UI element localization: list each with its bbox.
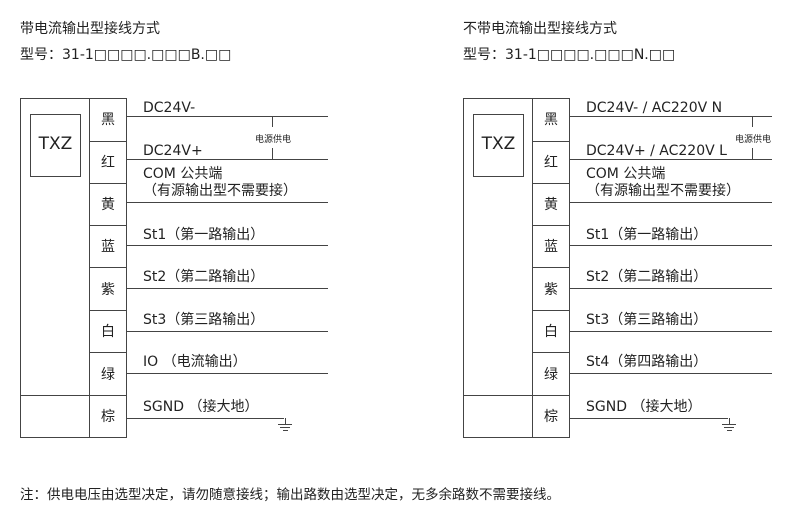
- wire-line: [569, 288, 772, 289]
- ground-bar: [722, 424, 736, 425]
- wire-color-3: 蓝: [544, 239, 558, 255]
- wire-label: St1（第一路输出）: [143, 227, 265, 243]
- ground-bar: [283, 430, 288, 431]
- wire-line: [126, 159, 328, 160]
- wire-label: St2（第二路输出）: [143, 269, 265, 285]
- wire-line: [569, 116, 772, 117]
- terminal-row-divider: [89, 352, 126, 353]
- terminal-row-divider: [89, 310, 126, 311]
- wire-line: [569, 373, 772, 374]
- left-title: 带电流输出型接线方式: [20, 21, 160, 37]
- wire-line: [569, 418, 728, 419]
- terminal-row-divider: [532, 395, 569, 396]
- wire-color-0: 黑: [544, 112, 558, 129]
- right-title: 不带电流输出型接线方式: [463, 21, 617, 37]
- wire-color-5: 白: [101, 324, 115, 340]
- wire-label: DC24V+: [143, 143, 203, 159]
- wire-line: [569, 202, 772, 203]
- device-name: TXZ: [481, 134, 516, 154]
- power-supply-label: 电源供电: [255, 135, 292, 145]
- terminal-row-divider: [532, 267, 569, 268]
- device-label-box: [473, 114, 524, 177]
- wire-line: [126, 331, 328, 332]
- wire-label: St4（第四路输出）: [586, 354, 708, 370]
- device-housing: [20, 98, 127, 438]
- wire-color-6: 绿: [544, 366, 558, 383]
- note: 注：供电电压由选型决定，请勿随意接线；输出路数由选型决定，无多余路数不需要接线。: [20, 487, 560, 503]
- power-bracket: [752, 148, 753, 159]
- terminal-row-divider: [89, 183, 126, 184]
- ground-stem: [729, 418, 730, 424]
- wire-color-4: 紫: [544, 281, 558, 298]
- wire-line: [126, 116, 328, 117]
- wire-color-5: 白: [544, 324, 558, 340]
- wire-line: [569, 245, 772, 246]
- terminal-row-divider: [89, 140, 126, 142]
- device-name: TXZ: [38, 134, 73, 154]
- wire-label: COM 公共端: [586, 166, 666, 182]
- wire-label: St3（第三路输出）: [143, 312, 265, 328]
- right-model: 型号：31-1□□□□.□□□N.□□: [463, 47, 676, 63]
- wire-label: SGND （接大地）: [586, 399, 702, 415]
- wire-line: [126, 245, 328, 246]
- terminal-row-divider: [89, 267, 126, 268]
- ground-icon: [722, 418, 749, 434]
- wire-label: SGND （接大地）: [143, 399, 259, 415]
- wire-label: IO （电流输出）: [143, 354, 247, 370]
- terminal-row-divider: [532, 310, 569, 311]
- wire-label: DC24V- / AC220V N: [586, 100, 723, 116]
- wire-label: DC24V+ / AC220V L: [586, 143, 727, 159]
- wire-color-1: 红: [544, 154, 558, 171]
- ground-bar: [727, 430, 732, 431]
- wire-line: [569, 331, 772, 332]
- wire-color-7: 棕: [101, 409, 115, 425]
- terminal-row-divider: [89, 395, 126, 396]
- wire-label: COM 公共端: [143, 166, 223, 182]
- ground-icon: [278, 418, 305, 434]
- wire-line: [126, 202, 328, 203]
- terminal-row-divider: [532, 183, 569, 184]
- terminal-column-divider: [532, 98, 533, 438]
- ground-bar: [724, 427, 734, 428]
- wire-color-7: 棕: [544, 409, 558, 425]
- ground-bar: [278, 424, 292, 425]
- terminal-row-divider: [532, 140, 569, 142]
- ground-stem: [285, 418, 286, 424]
- terminal-column-divider: [89, 98, 90, 438]
- terminal-row-divider: [89, 225, 126, 226]
- device-label-box: [30, 114, 81, 177]
- device-housing: [463, 98, 570, 438]
- wire-line: [569, 159, 772, 160]
- left-wiring-diagram: TXZ 黑 DC24V- 红 DC24V+ 黄 COM 公共端（有源输出型不需要接） 蓝 St1…: [20, 0, 350, 460]
- power-bracket: [272, 148, 273, 159]
- wire-color-2: 黄: [544, 197, 558, 213]
- wire-label: St3（第三路输出）: [586, 312, 708, 328]
- housing-divider: [20, 395, 90, 396]
- wire-line: [126, 418, 284, 419]
- power-bracket: [272, 116, 273, 127]
- wire-color-6: 绿: [101, 366, 115, 383]
- wire-label: St1（第一路输出）: [586, 227, 708, 243]
- terminal-row-divider: [532, 352, 569, 353]
- wire-label: St2（第二路输出）: [586, 269, 708, 285]
- right-wiring-diagram: TXZ 黑 DC24V- / AC220V N 红 DC24V+ / AC220V L 黄…: [463, 0, 793, 460]
- wire-line: [126, 288, 328, 289]
- housing-divider: [463, 395, 533, 396]
- terminal-row-divider: [532, 225, 569, 226]
- power-bracket: [752, 116, 753, 127]
- wire-line: [126, 373, 328, 374]
- ground-bar: [280, 427, 290, 428]
- left-model: 型号：31-1□□□□.□□□B.□□: [20, 47, 232, 63]
- power-supply-label: 电源供电: [735, 135, 772, 145]
- wire-color-1: 红: [101, 154, 115, 171]
- wire-color-3: 蓝: [101, 239, 115, 255]
- wire-color-2: 黄: [101, 197, 115, 213]
- wire-color-0: 黑: [101, 112, 115, 129]
- wire-label-line2: （有源输出型不需要接）: [586, 183, 740, 199]
- wire-label: DC24V-: [143, 100, 196, 116]
- wire-label-line2: （有源输出型不需要接）: [143, 183, 297, 199]
- wire-color-4: 紫: [101, 281, 115, 298]
